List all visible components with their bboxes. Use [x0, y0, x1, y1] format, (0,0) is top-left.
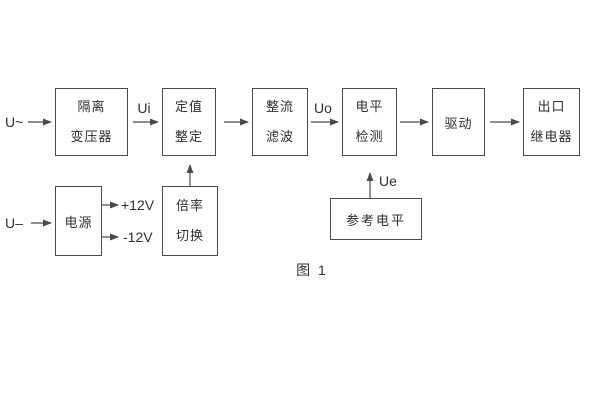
block-label: 定值 [174, 99, 203, 114]
block-label: 检测 [355, 129, 384, 144]
block-driver: 驱动 [432, 88, 485, 156]
block-label: 参考电平 [345, 212, 406, 228]
block-label: 驱动 [444, 115, 473, 131]
block-setting-adjust: 定值 整定 [162, 88, 216, 156]
signal-uo-label: Uo [314, 100, 332, 116]
block-label: 电源 [64, 214, 93, 230]
block-label: 电平 [355, 99, 384, 114]
block-label: 出口 [537, 99, 566, 114]
block-reference-level: 参考电平 [330, 198, 422, 240]
block-label: 变压器 [70, 129, 113, 144]
power-negative-label: -12V [123, 229, 153, 245]
block-label: 继电器 [530, 129, 573, 144]
block-label: 滤波 [265, 129, 294, 144]
block-label: 整定 [174, 129, 203, 144]
signal-ue-label: Ue [379, 173, 397, 189]
block-level-detect: 电平 检测 [342, 88, 397, 156]
block-power-supply: 电源 [55, 186, 102, 256]
block-label: 隔离 [77, 99, 106, 114]
block-rectifier-filter: 整流 滤波 [252, 88, 308, 156]
block-isolation-transformer: 隔离 变压器 [55, 88, 128, 156]
signal-ui-label: Ui [137, 100, 151, 116]
block-label: 切换 [175, 228, 204, 243]
ac-input-label: U~ [5, 114, 24, 130]
block-label: 整流 [265, 99, 294, 114]
figure-caption: 图 1 [296, 262, 328, 278]
dc-input-label: U– [5, 215, 23, 231]
block-label: 倍率 [175, 198, 204, 213]
block-output-relay: 出口 继电器 [523, 88, 580, 156]
block-ratio-switch: 倍率 切换 [162, 186, 218, 256]
power-positive-label: +12V [121, 197, 155, 213]
